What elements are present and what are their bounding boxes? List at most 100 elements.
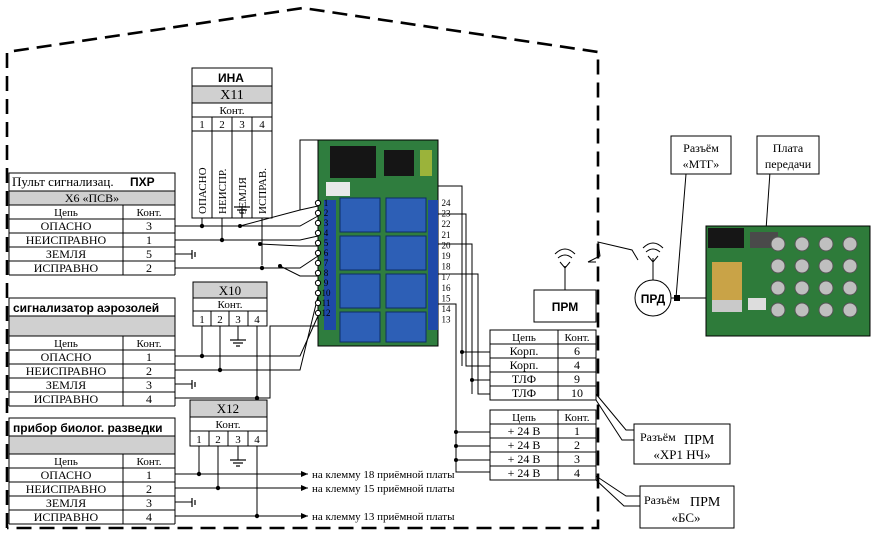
xp1-callout-line2: «ХР1 НЧ» <box>653 447 710 462</box>
relay-left-terminal-3: 3 <box>324 218 329 228</box>
enclosure-outline <box>5 6 600 530</box>
bs-callout-line2: «БС» <box>671 510 700 525</box>
keypad-button <box>794 236 810 252</box>
pult-row-2-name: НЕИСПРАВНО <box>26 233 107 247</box>
x10-pin-3: 3 <box>235 314 241 326</box>
pult-row-3-kont: 5 <box>146 247 152 261</box>
board-callout-line2: передачи <box>765 157 812 171</box>
ina-signal-1: ОПАСНО <box>197 167 209 214</box>
pult-row-3-name: ЗЕМЛЯ <box>46 247 86 261</box>
x10-label: X10 <box>219 283 241 298</box>
pult-row-1-name: ОПАСНО <box>41 219 92 233</box>
ina-pin-4: 4 <box>259 119 265 131</box>
antenna-icon <box>554 248 576 290</box>
aerosol-col-chain: Цепь <box>54 338 78 350</box>
mtg-callout <box>670 135 732 175</box>
prm-out-row-4-name: ТЛФ <box>512 386 536 400</box>
relay-left-screw <box>314 299 322 307</box>
antenna-icon <box>642 242 664 280</box>
arrow-label-18: на клемму 18 приёмной платы <box>312 469 455 481</box>
relay-left-terminal-7: 7 <box>324 258 329 268</box>
ina-signal-2: НЕИСПР. <box>217 168 229 214</box>
aerosol-title: сигнализатор аэрозолей <box>13 301 159 315</box>
pult-block <box>8 172 176 276</box>
radio-link <box>587 241 639 263</box>
keypad-button <box>770 302 786 318</box>
mtg-connector-dot <box>674 295 680 301</box>
prm-out-row-2-name: Корп. <box>510 358 539 372</box>
junction-dots <box>196 223 282 519</box>
ina-signal-4: ИСПРАВ. <box>257 168 269 214</box>
bio-row-2-name: НЕИСПРАВНО <box>26 482 107 496</box>
x12-pin-1: 1 <box>196 434 202 446</box>
relay-right-terminal-15: 15 <box>442 293 452 303</box>
aerosol-row-1-name: ОПАСНО <box>41 350 92 364</box>
bio-block <box>8 417 176 525</box>
keypad-button <box>842 302 858 318</box>
x10-pin-1: 1 <box>199 314 205 326</box>
aerosol-row-4-kont: 4 <box>146 392 152 406</box>
bio-row-4-kont: 4 <box>146 510 152 524</box>
xp1-callout-line1b: ПРМ <box>684 433 715 448</box>
x10-kont: Конт. <box>218 299 243 311</box>
power-row-3-name: + 24 В <box>508 452 541 466</box>
junction-dots <box>454 350 474 462</box>
relay-left-terminal-4: 4 <box>324 228 329 238</box>
ina-signal-3: ЗЕМЛЯ <box>237 177 249 214</box>
mtg-callout-line1: Разъём <box>683 141 719 155</box>
relay-left-terminal-5: 5 <box>324 238 329 248</box>
relay-right-terminal-22: 22 <box>442 219 451 229</box>
ground-icon <box>234 206 250 218</box>
pult-row-4-kont: 2 <box>146 261 152 275</box>
board-callout-line1: Плата <box>773 141 804 155</box>
ina-title: ИНА <box>218 71 244 85</box>
bs-callout-line1a: Разъём <box>644 493 680 507</box>
pult-col-chain: Цепь <box>54 207 78 219</box>
prm-out-row-1-name: Корп. <box>510 344 539 358</box>
bio-title: прибор биолог. разведки <box>13 421 162 435</box>
keypad-button <box>770 280 786 296</box>
x10-pin-4: 4 <box>254 314 260 326</box>
relay-left-terminal-9: 9 <box>324 278 329 288</box>
callout-leaders <box>595 171 771 507</box>
relay-left-terminal-8: 8 <box>324 268 329 278</box>
relay-right-terminal-14: 14 <box>442 304 452 314</box>
relay-left-screw <box>314 259 322 267</box>
keypad-button <box>770 236 786 252</box>
bio-row-4-name: ИСПРАВНО <box>34 510 99 524</box>
keypad-button <box>842 236 858 252</box>
keypad-button <box>794 258 810 274</box>
pult-row-1-kont: 3 <box>146 219 152 233</box>
prm-out-table <box>489 329 597 401</box>
keypad-buttons <box>770 236 858 318</box>
bs-callout-line1b: ПРМ <box>690 495 721 510</box>
keypad-button <box>794 280 810 296</box>
relay-left-screw <box>314 199 322 207</box>
relay-left-terminal-1: 1 <box>324 198 329 208</box>
relay-left-screw <box>314 289 322 297</box>
pult-connector-label: X6 «ПСВ» <box>65 191 119 205</box>
power-table <box>489 409 597 481</box>
bio-row-1-kont: 1 <box>146 468 152 482</box>
x10-connector <box>192 281 268 327</box>
relay-left-screw <box>314 239 322 247</box>
wires-right <box>438 185 490 473</box>
keypad-button <box>818 302 834 318</box>
prm-out-col-chain: Цепь <box>512 332 536 344</box>
relay-left-terminal-10: 10 <box>322 288 332 298</box>
power-row-4-name: + 24 В <box>508 466 541 480</box>
power-row-1-kont: 1 <box>574 424 580 438</box>
arrow-lines <box>300 471 308 519</box>
aerosol-row-3-kont: 3 <box>146 378 152 392</box>
prm-out-row-4-kont: 10 <box>571 386 583 400</box>
bs-callout <box>639 485 735 529</box>
xp1-callout-line1a: Разъём <box>640 430 676 444</box>
aerosol-block <box>8 297 176 407</box>
ground-icon <box>191 250 246 507</box>
aerosol-row-2-kont: 2 <box>146 364 152 378</box>
power-row-2-name: + 24 В <box>508 438 541 452</box>
power-col-kont: Конт. <box>565 412 590 424</box>
relay-right-terminal-13: 13 <box>442 315 452 325</box>
relay-left-screw <box>314 309 322 317</box>
